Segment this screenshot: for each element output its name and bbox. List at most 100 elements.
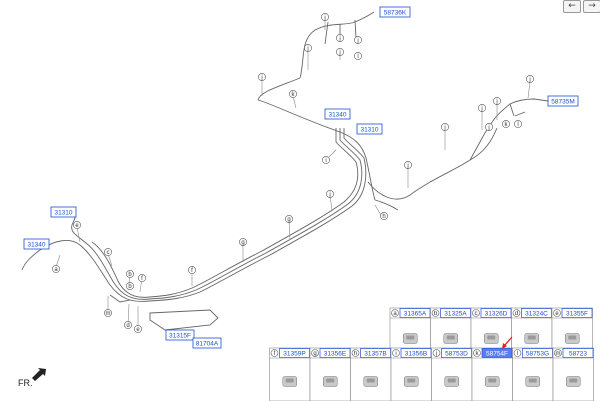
callout-31310-top-text: 31310 — [360, 127, 378, 134]
marker-k: k — [292, 92, 296, 98]
callout-81704A-text: 81704A — [196, 341, 219, 348]
legend-letter: i — [395, 351, 396, 357]
part-thumbnail-icon — [565, 333, 580, 344]
legend-part-code: 31325A — [444, 310, 467, 317]
marker-j: j — [323, 15, 325, 21]
marker-j: j — [356, 38, 358, 44]
marker-j: j — [406, 163, 408, 169]
arrow-head-icon — [502, 343, 507, 349]
legend-letter: k — [476, 351, 480, 357]
letter-markers-top: j j j j j l — [304, 13, 362, 60]
legend-part-code: 58753G — [526, 350, 549, 357]
marker-c: c — [107, 250, 110, 256]
legend-cell-f[interactable]: f 31359P — [269, 347, 311, 401]
callout-31340-left[interactable]: 31340 — [23, 238, 50, 250]
legend-letter-circle-icon — [512, 309, 521, 317]
callout-31340-left-text: 31340 — [27, 242, 45, 249]
marker-f: f — [141, 276, 143, 282]
marker-h: h — [382, 214, 385, 220]
legend-cell-l[interactable]: l 58753G — [512, 347, 554, 401]
legend-letter: l — [517, 351, 518, 357]
legend-letter-circle-icon — [554, 349, 562, 357]
next-button[interactable]: → — [583, 0, 600, 13]
legend-letter-circle-icon — [513, 349, 522, 357]
marker-e: e — [75, 223, 79, 229]
part-thumbnail-icon — [566, 376, 581, 387]
marker-j: j — [480, 106, 482, 112]
marker-j: j — [495, 99, 497, 105]
legend-letter-circle-icon — [473, 349, 481, 357]
legend-part-code: 31356B — [405, 350, 427, 357]
callout-31310-left[interactable]: 31310 — [50, 206, 77, 218]
part-thumbnail-icon — [485, 376, 500, 387]
marker-l: l — [357, 54, 358, 60]
leader-lines — [55, 20, 531, 329]
callout-31315F[interactable]: 31315F — [165, 329, 195, 341]
callout-81704A[interactable]: 81704A — [192, 337, 222, 349]
marker-j: j — [528, 77, 530, 83]
callout-58736K[interactable]: 58736K — [379, 6, 411, 18]
legend-letter-circle-icon — [391, 309, 399, 317]
front-orientation-marker: FR. — [18, 368, 46, 388]
part-thumbnail-icon — [444, 376, 459, 387]
legend-cell-b[interactable]: b 31325A — [430, 307, 472, 356]
marker-f: f — [191, 268, 193, 274]
previous-button[interactable]: ← — [563, 0, 581, 13]
callout-58735M[interactable]: 58735M — [547, 95, 579, 107]
part-thumbnail-icon — [443, 333, 458, 344]
legend-letter: d — [515, 311, 518, 317]
highlight-arrow-icon — [503, 336, 513, 347]
marker-e: e — [136, 327, 140, 333]
legend-part-code: 58723 — [569, 350, 587, 357]
legend-part-code: 31359P — [283, 350, 305, 357]
callout-31310-left-text: 31310 — [54, 210, 72, 217]
legend-letter: e — [555, 311, 559, 317]
legend-cell-h[interactable]: h 31357B — [350, 347, 392, 401]
marker-l: l — [517, 122, 518, 128]
marker-j: j — [338, 50, 340, 56]
marker-j: j — [338, 36, 340, 42]
marker-j: j — [306, 46, 308, 52]
marker-i: i — [325, 158, 326, 164]
legend-letter: g — [313, 351, 316, 357]
marker-j: j — [487, 125, 489, 131]
legend-letter-circle-icon — [472, 309, 480, 317]
marker-a: a — [54, 267, 58, 273]
legend-cell-e[interactable]: e 31355F — [551, 307, 593, 356]
callout-31340-top[interactable]: 31340 — [324, 108, 351, 120]
legend-part-code: 31357B — [364, 350, 386, 357]
legend-letter-circle-icon — [553, 309, 561, 317]
legend-cell-i[interactable]: i 31356B — [390, 347, 432, 401]
part-thumbnail-icon — [404, 376, 419, 387]
orientation-label: FR. — [18, 378, 33, 388]
marker-m: m — [106, 311, 111, 317]
marker-j: j — [328, 192, 330, 198]
legend-letter: b — [434, 311, 438, 317]
part-thumbnail-icon — [323, 376, 338, 387]
marker-k: k — [505, 122, 509, 128]
legend-letter: h — [354, 351, 357, 357]
legend-letter-circle-icon — [392, 349, 400, 357]
marker-b: b — [128, 284, 132, 290]
legend-letter-circle-icon — [311, 349, 319, 357]
legend-part-code: 31355F — [566, 310, 588, 317]
marker-b: b — [128, 272, 132, 278]
letter-markers-middle: i j h g g f e c b a b f m d e — [52, 156, 388, 333]
legend-part-code: 31365A — [404, 310, 427, 317]
legend-letter-circle-icon — [351, 349, 360, 357]
callout-31310-top[interactable]: 31310 — [356, 123, 383, 135]
callout-31315F-text: 31315F — [169, 333, 191, 340]
part-thumbnail-icon — [525, 376, 540, 387]
marker-d: d — [126, 323, 129, 329]
legend-letter: f — [274, 351, 276, 357]
